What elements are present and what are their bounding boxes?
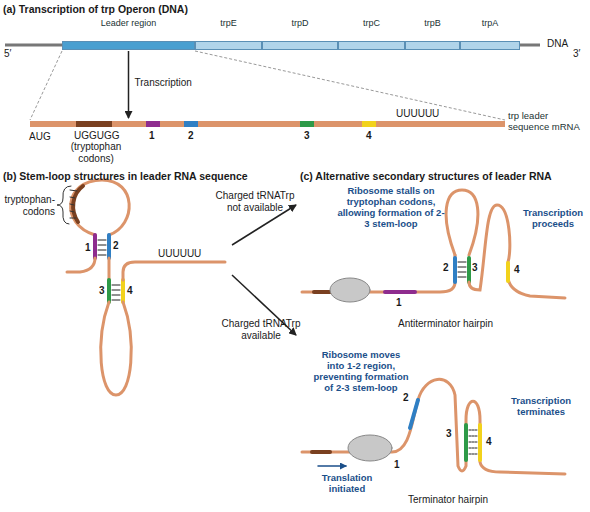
panel-heading: (c) Alternative secondary structures of …	[300, 170, 552, 182]
sequence-label: UUUUUU	[158, 248, 201, 260]
gene-band	[62, 41, 195, 50]
callout-number: 4	[127, 285, 133, 297]
guide-line	[195, 51, 505, 120]
callout-text: Ribosome stalls on tryptophan codons, al…	[337, 186, 445, 230]
gene-segment: trpC	[338, 16, 405, 50]
sequence-label: UUUUUU	[396, 108, 439, 120]
gene-segment: Leader region	[62, 16, 195, 50]
structure-name: Terminator hairpin	[408, 494, 488, 506]
callout-number: 3	[472, 262, 478, 274]
callout-number: 4	[486, 436, 492, 448]
terminator-structure	[302, 379, 565, 474]
panel-heading: (a) Transcription of trp Operon (DNA)	[3, 3, 188, 15]
condition-label: Charged tRNATrp available	[218, 318, 304, 341]
codon-note: (tryptophan codons)	[66, 141, 126, 164]
strand-end: 3′	[573, 48, 580, 60]
gene-segment: trpB	[405, 16, 460, 50]
mrna-label: trp leader sequence mRNA	[508, 110, 588, 132]
callout-number: 2	[443, 262, 449, 274]
callout-number: 1	[149, 130, 155, 142]
gene-label: Leader region	[62, 16, 195, 28]
codon-note: tryptophan- codons	[1, 194, 55, 217]
structure-name: Antiterminator hairpin	[398, 318, 493, 330]
gene-band	[405, 41, 460, 50]
stem-loop-structure	[57, 180, 225, 395]
molecule-label: DNA	[547, 38, 568, 50]
callout-number: 3	[99, 285, 105, 297]
codon-label: UGGUGG	[74, 130, 120, 142]
gene-label: trpA	[460, 16, 520, 28]
edge-label: Transcription	[134, 77, 193, 88]
condition-label: Charged tRNATrp not available	[212, 190, 298, 213]
gene-segment: trpA	[460, 16, 520, 50]
callout-number: 3	[446, 428, 452, 440]
transcription-arrow	[128, 51, 130, 118]
gene-band	[460, 41, 520, 50]
gene-label: trpD	[262, 16, 338, 28]
callout-number: 1	[85, 242, 91, 254]
codon-label: AUG	[29, 131, 51, 143]
gene-label: trpB	[405, 16, 460, 28]
callout-number: 1	[396, 297, 402, 309]
callout-number: 2	[403, 392, 409, 404]
callout-text: Translation initiated	[312, 473, 382, 495]
callout-number: 3	[304, 130, 310, 142]
guide-line	[30, 51, 62, 120]
gene-band	[195, 41, 262, 50]
mrna-band	[30, 121, 505, 127]
panel-heading: (b) Stem-loop structures in leader RNA s…	[3, 170, 248, 182]
callout-number: 4	[366, 130, 372, 142]
gene-label: trpC	[338, 16, 405, 28]
callout-number: 1	[394, 459, 400, 471]
callout-number: 2	[188, 130, 194, 142]
gene-segment: trpE	[195, 16, 262, 50]
gene-label: trpE	[195, 16, 262, 28]
strand-end: 5′	[4, 48, 11, 60]
callout-text: Transcription terminates	[500, 396, 582, 418]
gene-band	[338, 41, 405, 50]
gene-band	[262, 41, 338, 50]
callout-text: Ribosome moves into 1-2 region, preventi…	[313, 350, 409, 394]
gene-segment: trpD	[262, 16, 338, 50]
callout-number: 4	[514, 264, 520, 276]
callout-text: Transcription proceeds	[519, 208, 587, 230]
callout-number: 2	[113, 240, 119, 252]
